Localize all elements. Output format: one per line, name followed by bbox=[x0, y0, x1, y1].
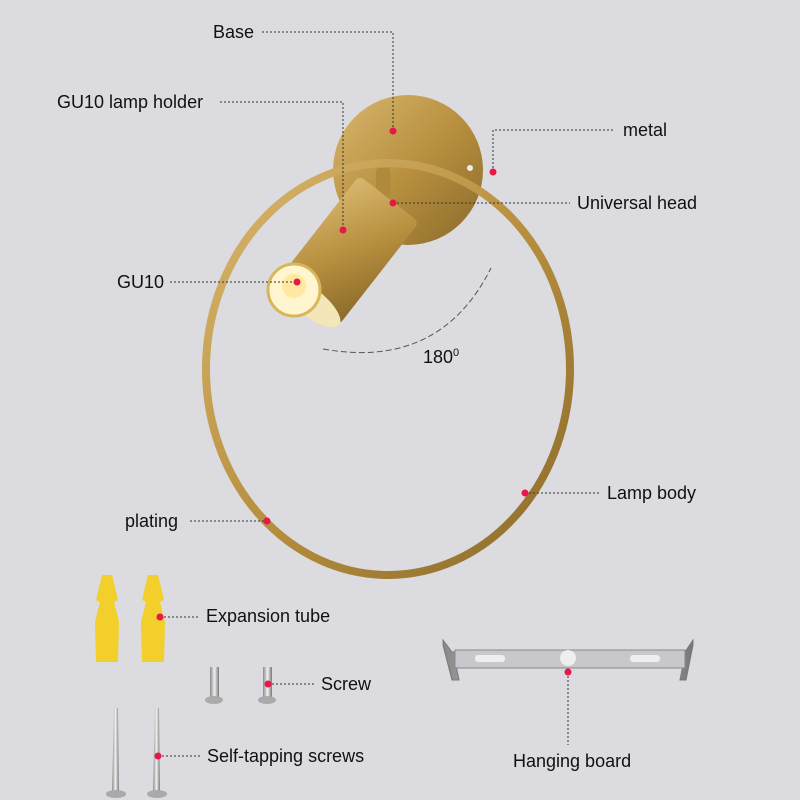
label-universal-head: Universal head bbox=[577, 193, 698, 213]
label-expansion-tube: Expansion tube bbox=[206, 606, 331, 626]
label-self-tapping-screws: Self-tapping screws bbox=[207, 746, 365, 766]
label-rotation: 1800 bbox=[423, 347, 460, 367]
base-screw bbox=[467, 165, 473, 171]
rotation-arc bbox=[322, 267, 492, 353]
lamp-ring bbox=[202, 159, 574, 579]
rotation-value: 180 bbox=[423, 347, 454, 367]
label-gu10: GU10 bbox=[117, 272, 165, 292]
label-hanging-board: Hanging board bbox=[513, 751, 632, 771]
universal-head bbox=[376, 168, 390, 198]
label-metal: metal bbox=[623, 120, 668, 140]
self-tapping-screws bbox=[106, 708, 167, 798]
leader-lines bbox=[158, 31, 615, 757]
label-base: Base bbox=[213, 22, 255, 42]
hanging-board bbox=[442, 638, 694, 681]
label-plating: plating bbox=[125, 511, 179, 531]
marker-dots bbox=[154, 127, 572, 760]
label-screw: Screw bbox=[321, 674, 372, 694]
rotation-unit: 0 bbox=[453, 347, 460, 359]
expansion-tubes bbox=[95, 575, 165, 662]
label-lamp-body: Lamp body bbox=[607, 483, 697, 503]
label-lamp-holder: GU10 lamp holder bbox=[57, 92, 204, 112]
